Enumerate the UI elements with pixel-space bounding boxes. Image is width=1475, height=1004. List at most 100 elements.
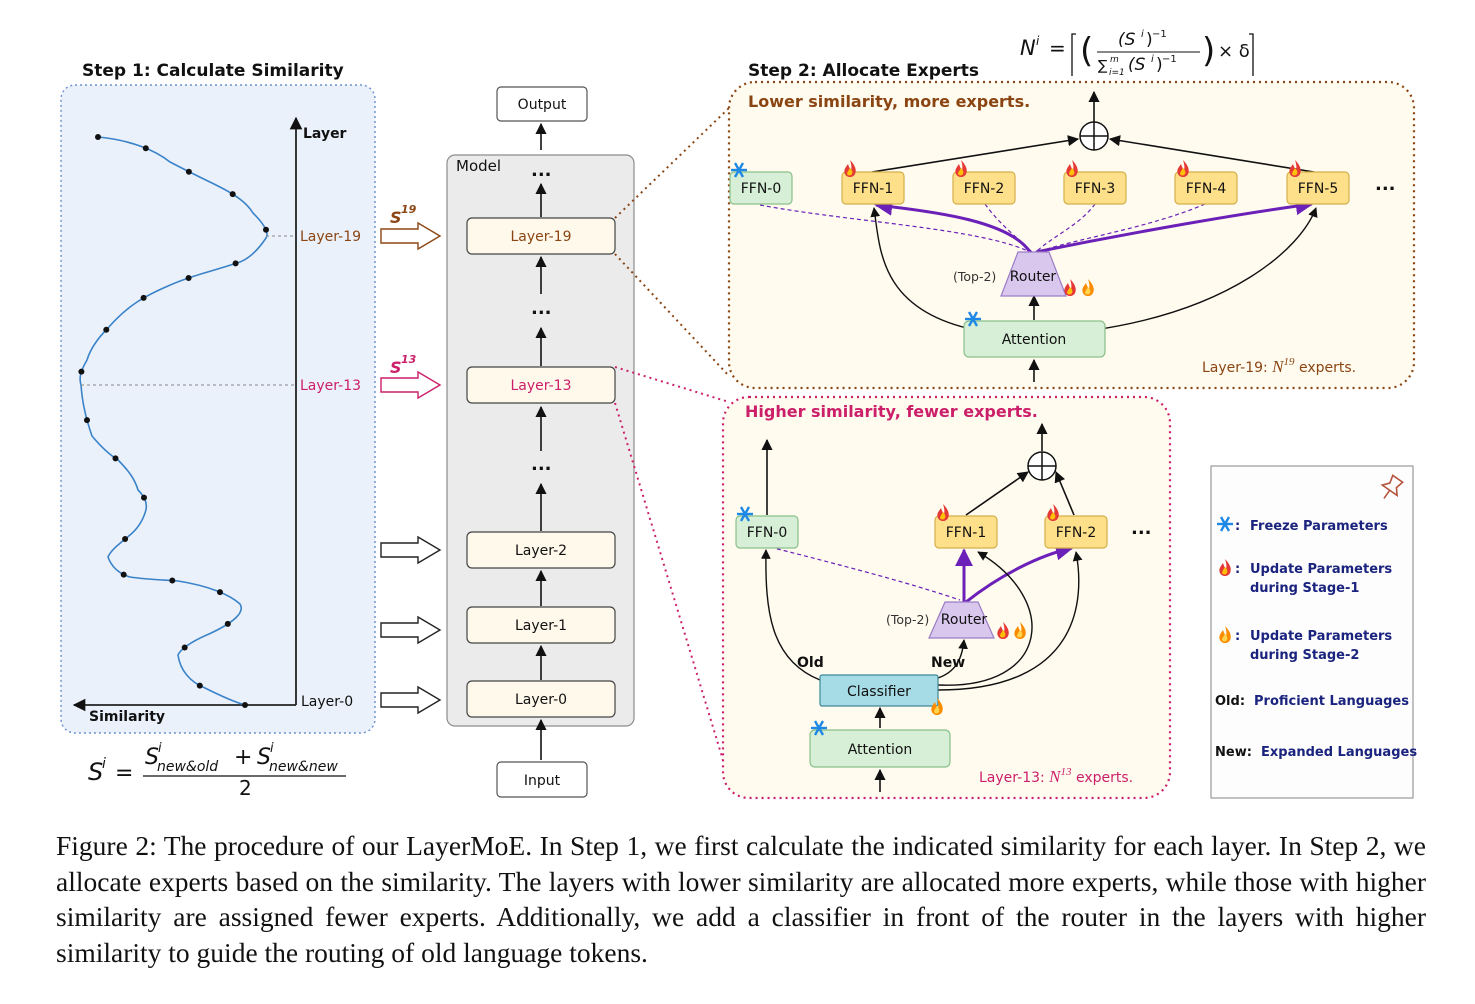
formula-den: 2 [239,776,252,800]
upper-ffn4-box [1174,171,1238,205]
model-dots-top: ... [531,160,552,181]
similarity-point [142,145,149,152]
model-layers: Layer-19 Layer-13 Layer-2 Layer-1 Layer-… [466,217,616,718]
upper-ffn5-label: FFN-5 [1298,181,1339,197]
lower-ffn1-box [934,515,998,549]
formula-term-a-sup: i [158,741,162,756]
figure-caption: Figure 2: The procedure of our LayerMoE.… [56,830,1426,968]
layer13-tick: Layer-13 [300,378,361,394]
similarity-point [229,191,236,198]
upper-residual-ffn5 [1093,207,1318,331]
upper-ffn-ellipsis: ... [1375,174,1396,195]
zoom-lower-top [614,366,730,403]
upper-residual-ffn1 [870,207,976,331]
legend-freeze-sep: : [1235,519,1240,534]
classifier-label: Classifier [847,684,911,700]
similarity-point [95,134,101,140]
legend-stage1-line1: Update Parameters [1250,562,1392,577]
lower-residual-ffn1 [937,551,1033,686]
layer13-heading: Higher similarity, fewer experts. [745,402,1038,421]
arrow-layer19 [380,221,442,251]
similarity-points [78,134,269,708]
lower-ffn0-box [735,515,799,549]
new-path-label: New [931,655,965,671]
nformula-sum: ∑ [1098,58,1108,74]
upper-router-prefix: (Top-2) [953,269,996,284]
legend-stage1-line2: during Stage-1 [1250,581,1359,596]
model-layer19-box [466,217,616,255]
lower-ffn2-to-sum [1054,470,1075,516]
arrow-s19: S [390,208,402,227]
nformula-sum-sup: m [1110,55,1119,65]
input-box [496,761,588,798]
nformula-den-exp: −1 [1162,54,1177,65]
arrow-s19-sup: 19 [401,203,417,216]
nformula-sum-sub: i=1 [1109,68,1125,78]
lower-router-to-ffn2 [965,542,1074,604]
upper-ffn3-label: FFN-3 [1075,181,1116,197]
nformula-ceil-right [1249,33,1254,76]
lower-ffn0-label: FFN-0 [747,525,788,541]
model-layer1-label: Layer-1 [515,618,567,634]
legend-new-value: Expanded Languages [1261,745,1417,760]
upper-router-to-ffn5 [1035,197,1314,254]
upper-ffn5-box [1286,171,1350,205]
nformula-lhs-sup: i [1036,34,1040,48]
nformula-paren-left: ( [1080,31,1093,71]
lower-ffn1-label: FFN-1 [946,525,987,541]
legend-stage1-sep: : [1235,562,1240,577]
upper-ffn3-box [1063,171,1127,205]
similarity-point [196,682,203,689]
upper-router-shape [1000,251,1067,297]
similarity-point [141,494,147,501]
upper-ffn0-box [729,171,793,205]
old-path-label: Old [797,655,824,671]
formula-lhs-sup: i [102,756,106,772]
arrow-s13-sup: 13 [401,353,417,366]
model-layer13-box [466,366,616,404]
nformula-den-sup: i [1151,54,1154,65]
lower-router-shape [928,601,995,639]
similarity-point [140,294,147,301]
similarity-point [122,536,129,542]
layer13-footer: Layer-13: N13 experts. [979,766,1133,786]
layermoe-diagram: Step 1: Calculate Similarity Layer Simil… [60,29,1417,800]
lower-ffn-ellipsis: ... [1131,518,1152,539]
model-layer1-box [466,606,616,644]
upper-ffn2-box [952,171,1016,205]
lower-attention-box [809,729,951,768]
upper-router-to-ffn1 [874,197,1032,253]
model-layer0-label: Layer-0 [515,692,567,708]
nformula-num-tail: ) [1146,30,1153,50]
formula-term-b-sub: new&new [269,759,338,775]
formula-term-a: S [145,745,159,770]
similarity-panel [60,84,376,734]
layer19-tick: Layer-19 [300,229,361,245]
legend-freeze-text: Freeze Parameters [1250,519,1388,534]
upper-ffn0-label: FFN-0 [741,181,782,197]
similarity-point [103,326,110,333]
legend-old-value: Proficient Languages [1254,694,1409,709]
arrow-layer1 [380,615,442,645]
lower-ffn2-box [1044,515,1108,549]
model-layer0-box [466,680,616,718]
similarity-point [84,417,90,424]
similarity-point [185,168,192,175]
nformula-eq: = [1049,36,1066,60]
nformula-num-sup: i [1141,29,1144,40]
layer-axis-label: Layer [303,126,347,142]
similarity-point [263,226,269,233]
similarity-axis-label: Similarity [89,709,165,725]
layer0-tick: Layer-0 [301,694,353,710]
upper-ffn4-label: FFN-4 [1186,181,1227,197]
model-dots-mid: ... [531,298,552,319]
nformula-paren-right: ) [1202,31,1215,71]
lower-attention-label: Attention [848,742,913,758]
similarity-point [78,368,85,375]
legend-stage2-sep: : [1235,629,1240,644]
step2-title: Step 2: Allocate Experts [748,61,979,81]
similarity-point [224,620,231,627]
upper-ffn1-to-sum [871,135,1080,173]
lower-ffn2-label: FFN-2 [1056,525,1097,541]
nformula-den: (S [1128,55,1146,75]
